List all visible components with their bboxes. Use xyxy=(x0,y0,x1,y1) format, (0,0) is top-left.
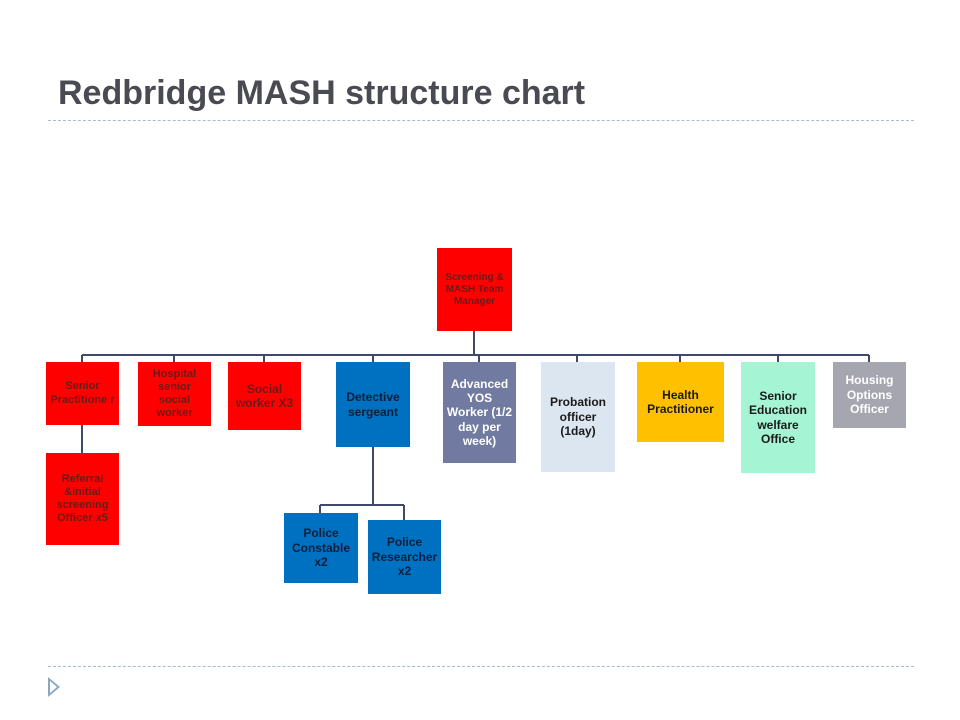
housing-label: Housing Options Officer xyxy=(845,373,894,417)
health-box: Health Practitioner xyxy=(637,362,724,442)
hospital-sw-label: Hospital senior social worker xyxy=(152,367,197,420)
housing-box: Housing Options Officer xyxy=(833,362,906,428)
social-worker-box: Social worker X3 xyxy=(228,362,301,430)
education-label: Senior Education welfare Office xyxy=(748,388,807,446)
slide-title: Redbridge MASH structure chart xyxy=(58,74,586,112)
education-box: Senior Education welfare Office xyxy=(741,362,815,473)
police-constable-box: Police Constable x2 xyxy=(284,513,358,583)
yos-worker-box: Advanced YOS Worker (1/2 day per week) xyxy=(443,362,516,463)
probation-label: Probation officer (1day) xyxy=(550,395,606,439)
senior-practitioner-box: Senior Practitione r xyxy=(46,362,119,425)
title-divider xyxy=(48,120,914,121)
referral-officer-box: Referral &Initial screening Officer x5 xyxy=(46,453,119,545)
senior-practitioner-label: Senior Practitione r xyxy=(50,380,115,406)
manager-label: Screening & MASH Team Manager xyxy=(445,271,504,307)
social-worker-label: Social worker X3 xyxy=(235,381,294,410)
slide-bullet-icon xyxy=(48,677,60,697)
police-constable-label: Police Constable x2 xyxy=(291,526,350,570)
yos-worker-label: Advanced YOS Worker (1/2 day per week) xyxy=(446,376,513,449)
hospital-sw-box: Hospital senior social worker xyxy=(138,362,211,426)
health-label: Health Practitioner xyxy=(647,387,714,416)
footer-divider xyxy=(48,666,914,667)
police-researcher-label: Police Researcher x2 xyxy=(371,535,438,579)
referral-officer-label: Referral &Initial screening Officer x5 xyxy=(56,472,109,525)
detective-label: Detective sergeant xyxy=(346,390,400,419)
police-researcher-box: Police Researcher x2 xyxy=(368,520,441,594)
detective-box: Detective sergeant xyxy=(336,362,410,447)
probation-box: Probation officer (1day) xyxy=(541,362,615,472)
manager-box: Screening & MASH Team Manager xyxy=(437,248,512,331)
